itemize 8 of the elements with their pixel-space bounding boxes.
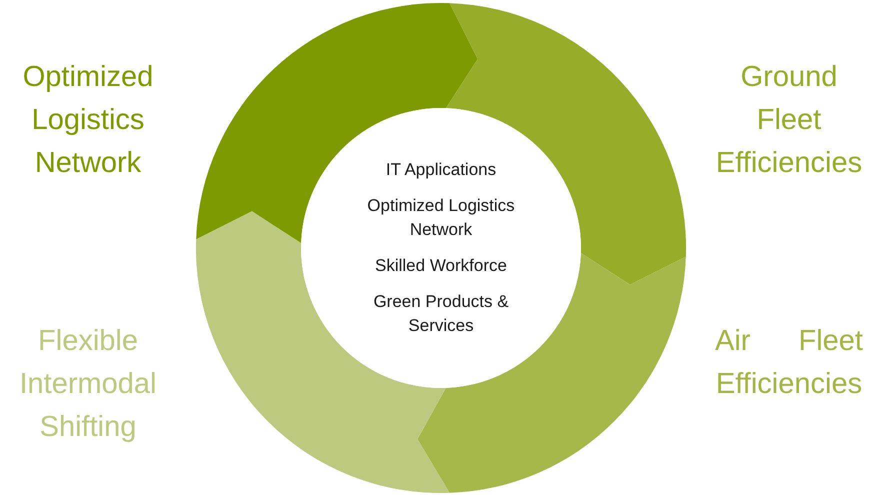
center-item: Green Products & Services: [372, 291, 510, 337]
center-item: Skilled Workforce: [374, 255, 508, 277]
quadrant-label: Flexible Intermodal Shifting: [8, 320, 168, 449]
quadrant-label: Air Fleet Efficiencies: [706, 320, 872, 406]
quadrant-label: Ground Fleet Efficiencies: [706, 56, 872, 185]
center-item: Optimized Logistics Network: [366, 195, 516, 241]
quadrant-label: Optimized Logistics Network: [8, 56, 168, 185]
center-item: IT Applications: [384, 159, 498, 181]
